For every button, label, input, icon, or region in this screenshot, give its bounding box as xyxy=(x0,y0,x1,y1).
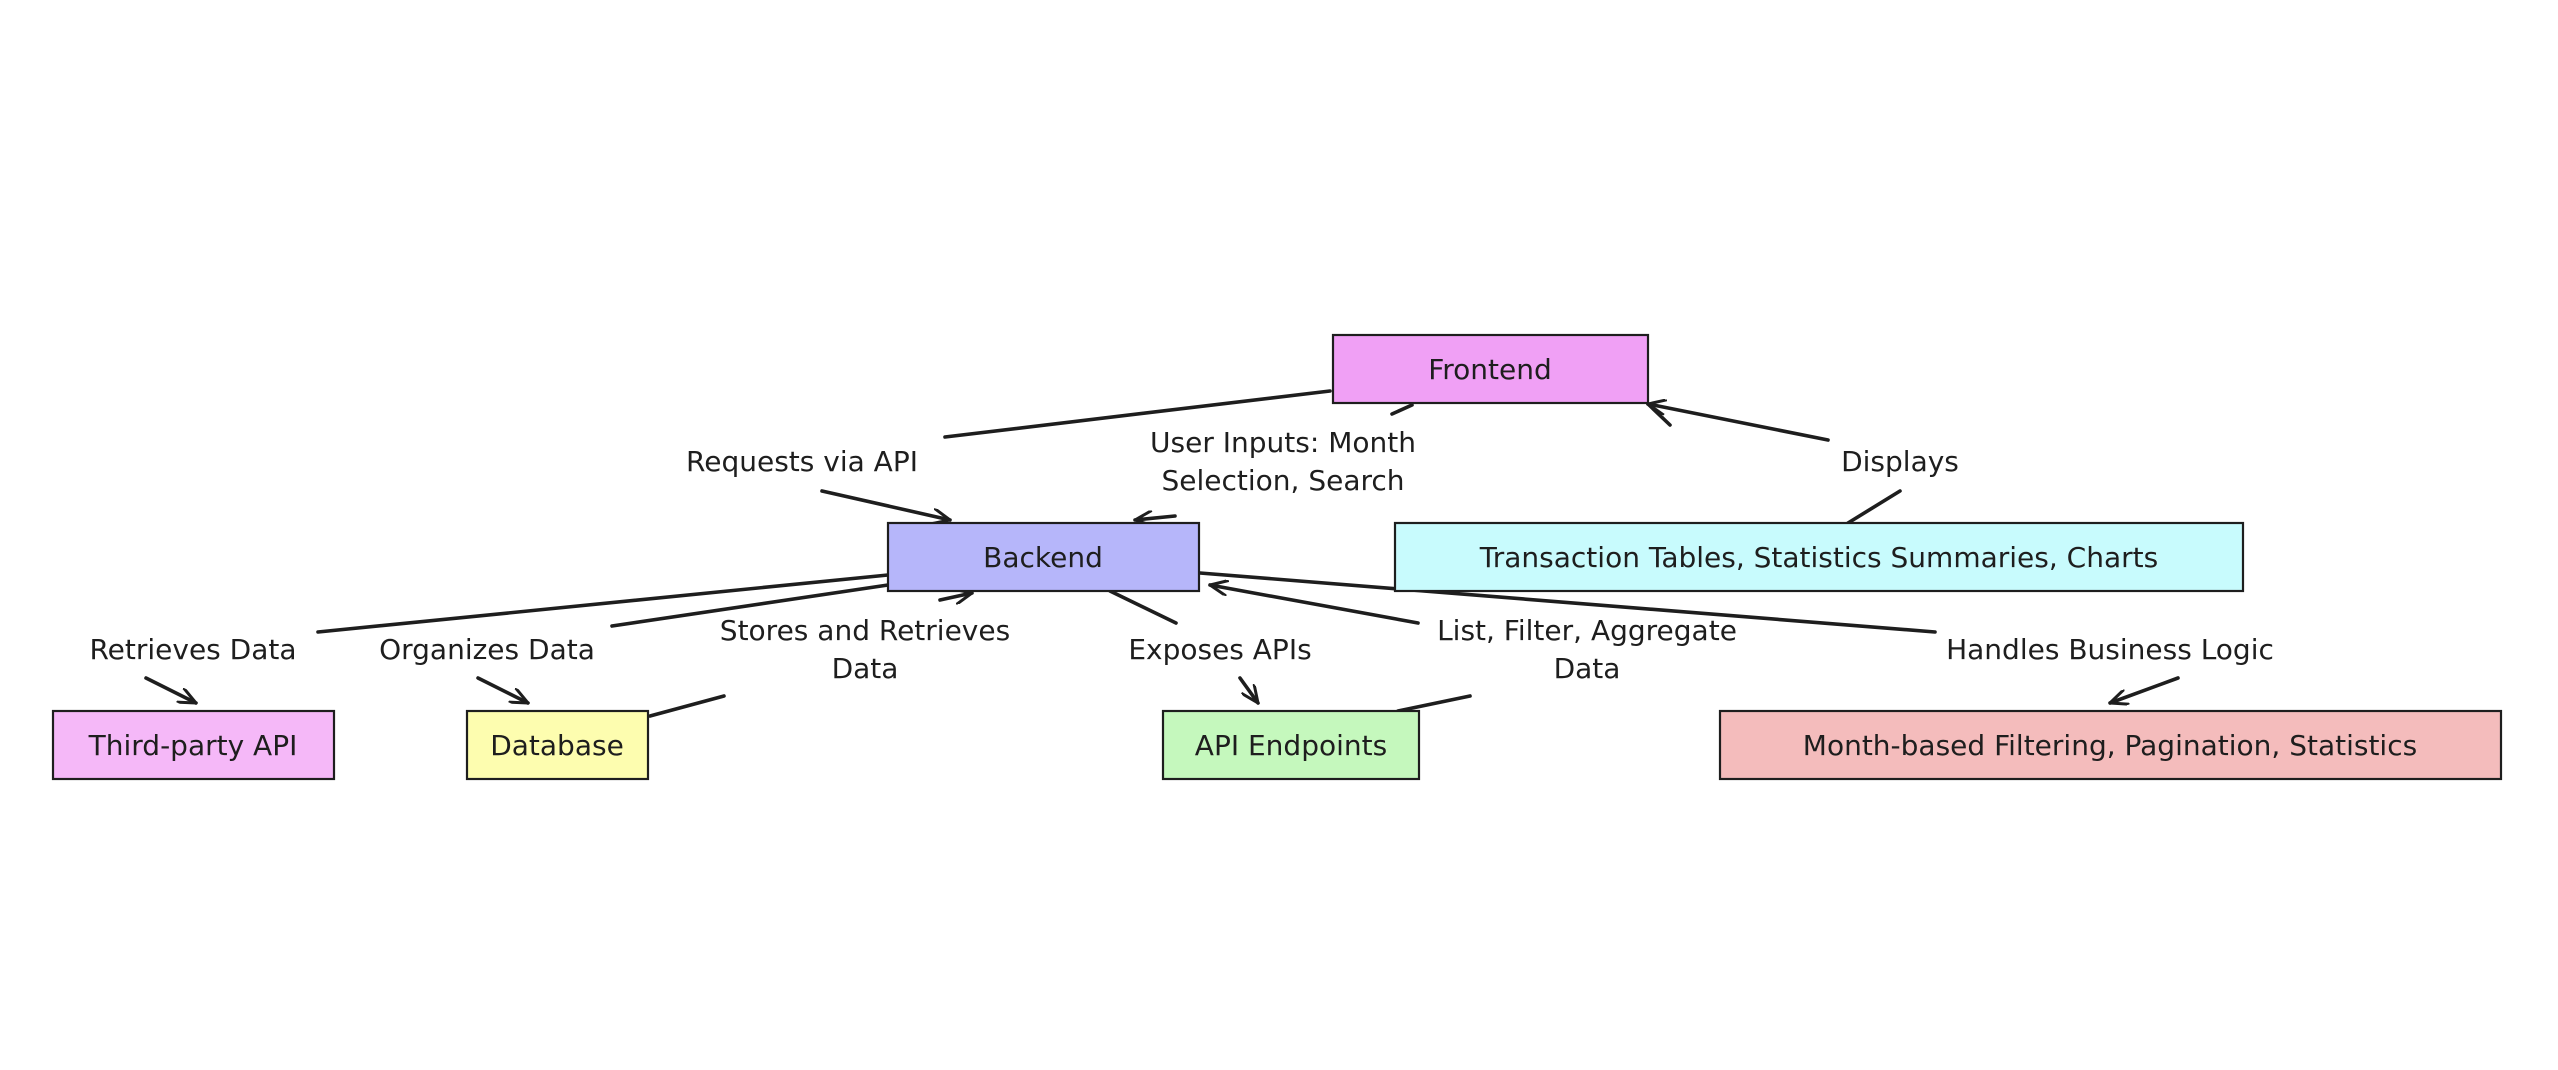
node-business-logic: Month-based Filtering, Pagination, Stati… xyxy=(1718,709,2503,781)
edge-requests-via-api: Requests via API xyxy=(686,389,1332,520)
edge-label-exposes-apis: Exposes APIs xyxy=(1128,633,1311,666)
node-label-business-logic: Month-based Filtering, Pagination, Stati… xyxy=(1803,729,2417,762)
node-label-api-endpoints: API Endpoints xyxy=(1195,729,1387,762)
node-label-third-party-api: Third-party API xyxy=(88,729,298,762)
edge-label-stores-retrieves-line2: Data xyxy=(832,652,899,685)
edge-handles-logic: Handles Business Logic xyxy=(1198,571,2274,703)
edge-label-list-filter-line1: List, Filter, Aggregate xyxy=(1437,614,1737,647)
edge-label-organizes-data: Organizes Data xyxy=(379,633,595,666)
edge-list-filter: List, Filter, Aggregate Data xyxy=(1208,585,1737,713)
node-outputs: Transaction Tables, Statistics Summaries… xyxy=(1393,521,2245,593)
node-label-backend: Backend xyxy=(983,541,1103,574)
node-label-database: Database xyxy=(490,729,624,762)
node-frontend: Frontend xyxy=(1331,333,1650,405)
edge-label-displays: Displays xyxy=(1841,445,1959,478)
edge-label-stores-retrieves-line1: Stores and Retrieves xyxy=(720,614,1010,647)
node-third-party-api: Third-party API xyxy=(51,709,336,781)
node-database: Database xyxy=(465,709,650,781)
edge-label-user-inputs-line2: Selection, Search xyxy=(1161,464,1404,497)
node-backend: Backend xyxy=(886,521,1201,593)
edge-exposes-apis: Exposes APIs xyxy=(1108,589,1312,705)
edge-label-requests-via-api: Requests via API xyxy=(686,445,918,478)
edge-label-user-inputs-line1: User Inputs: Month xyxy=(1150,426,1416,459)
edge-stores-retrieves: Stores and Retrieves Data xyxy=(648,593,1010,718)
edge-organizes-data: Organizes Data xyxy=(379,583,890,705)
edge-retrieves-data: Retrieves Data xyxy=(89,573,890,705)
node-label-frontend: Frontend xyxy=(1428,353,1552,386)
edge-label-list-filter-line2: Data xyxy=(1554,652,1621,685)
edge-displays: Displays xyxy=(1646,404,1959,525)
edge-user-inputs: User Inputs: Month Selection, Search xyxy=(1133,403,1416,520)
edge-label-handles-logic: Handles Business Logic xyxy=(1946,633,2274,666)
node-api-endpoints: API Endpoints xyxy=(1161,709,1421,781)
node-label-outputs: Transaction Tables, Statistics Summaries… xyxy=(1479,541,2158,574)
edge-label-retrieves-data: Retrieves Data xyxy=(89,633,296,666)
